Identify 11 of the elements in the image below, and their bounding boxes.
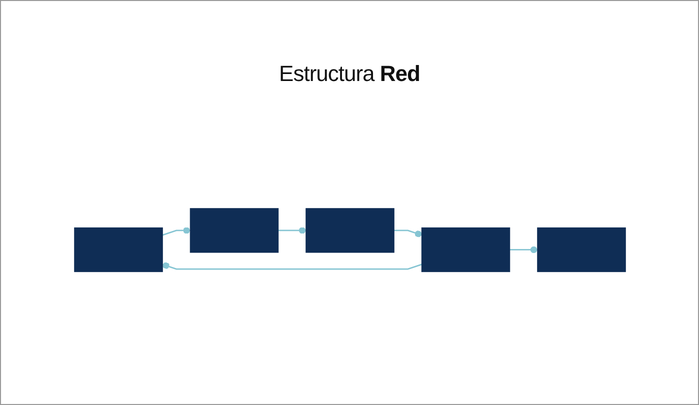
node-box [420, 228, 510, 272]
connector [509, 246, 537, 254]
node-box [536, 228, 626, 272]
node-box [189, 208, 278, 254]
connector [162, 228, 190, 236]
connector [162, 262, 422, 270]
connector [278, 228, 306, 234]
diagram-title: Estructura Red [279, 61, 420, 87]
node-box [305, 208, 394, 254]
connector [394, 230, 422, 238]
node-box [74, 228, 162, 272]
